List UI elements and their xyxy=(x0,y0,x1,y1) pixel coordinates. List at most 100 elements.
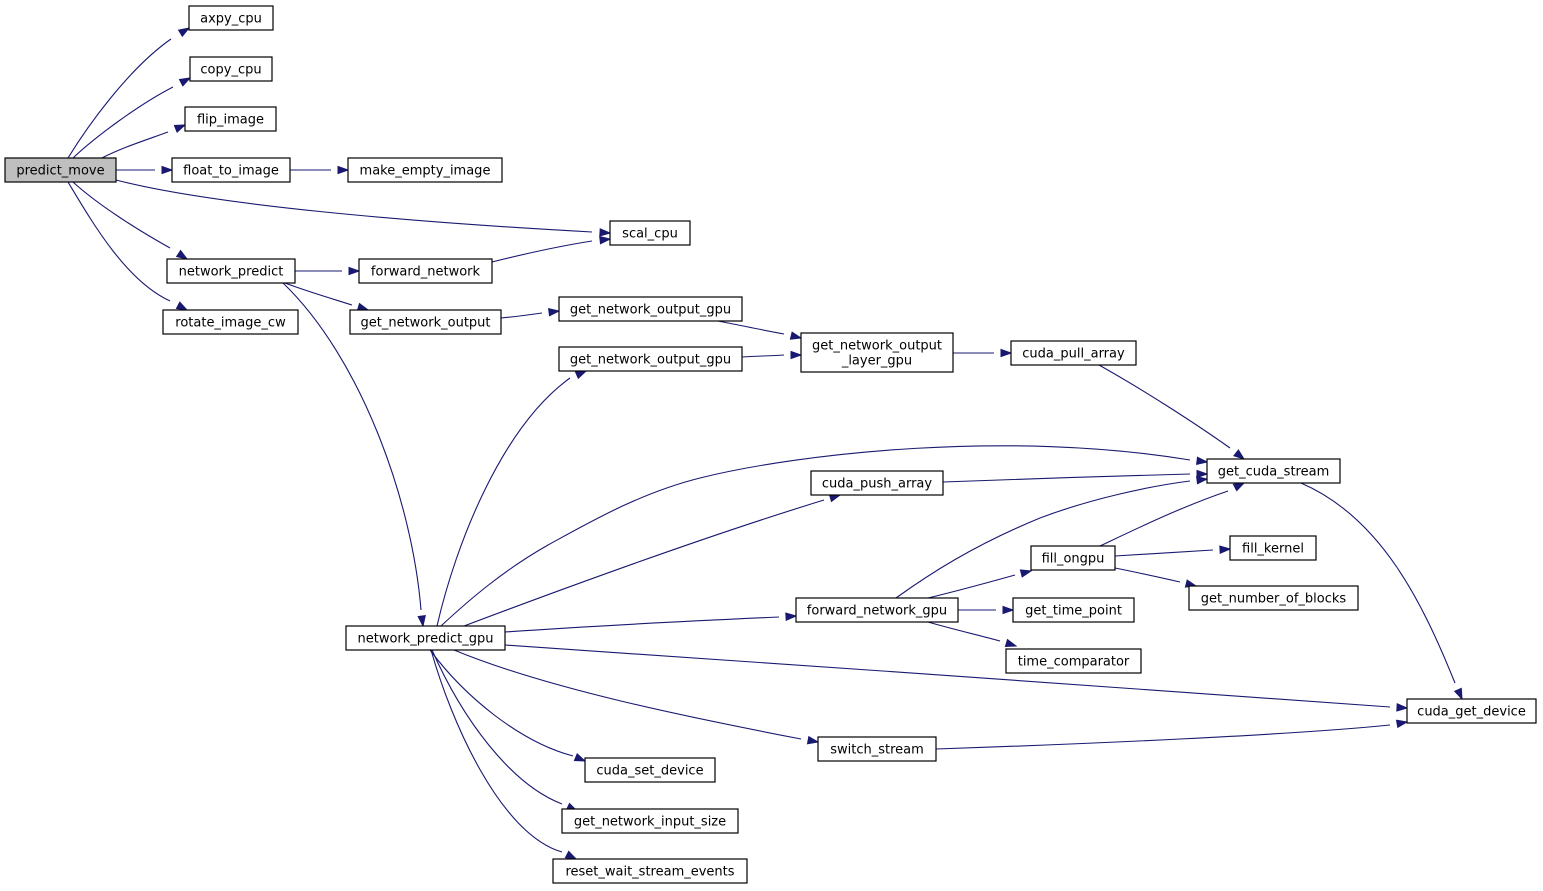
node-get-network-output-layer-gpu[interactable]: get_network_output_layer_gpu xyxy=(800,332,954,373)
arrowhead xyxy=(599,235,612,245)
node-box[interactable] xyxy=(817,736,937,762)
edge-network-predict-gpu-to-switch-stream xyxy=(453,649,820,745)
node-copy-cpu[interactable]: copy_cpu xyxy=(189,56,273,82)
node-box[interactable] xyxy=(552,858,748,884)
node-box[interactable] xyxy=(795,597,959,623)
node-cuda-set-device[interactable]: cuda_set_device xyxy=(584,757,716,783)
node-forward-network-gpu[interactable]: forward_network_gpu xyxy=(795,597,959,623)
node-box[interactable] xyxy=(347,157,503,183)
node-get-network-input-size[interactable]: get_network_input_size xyxy=(561,808,739,834)
edge-line xyxy=(282,282,422,611)
node-cuda-pull-array[interactable]: cuda_pull_array xyxy=(1010,340,1137,366)
node-reset-wait-stream-events[interactable]: reset_wait_stream_events xyxy=(552,858,748,884)
node-box[interactable] xyxy=(558,296,743,322)
node-fill-kernel[interactable]: fill_kernel xyxy=(1229,535,1317,561)
node-box[interactable] xyxy=(810,470,944,496)
node-box[interactable] xyxy=(184,106,277,132)
node-box[interactable] xyxy=(358,258,493,284)
arrowhead xyxy=(417,615,426,628)
node-time-comparator[interactable]: time_comparator xyxy=(1005,648,1142,674)
edge-line xyxy=(717,320,785,335)
edge-network-predict-to-network-predict-gpu xyxy=(282,282,426,628)
edge-line xyxy=(67,38,172,159)
node-forward-network[interactable]: forward_network xyxy=(358,258,493,284)
node-box[interactable] xyxy=(609,220,691,246)
node-fill-ongpu[interactable]: fill_ongpu xyxy=(1030,545,1116,571)
arrowhead xyxy=(1004,638,1018,648)
node-box[interactable] xyxy=(561,808,739,834)
node-get-cuda-stream[interactable]: get_cuda_stream xyxy=(1206,458,1341,484)
node-cuda-get-device[interactable]: cuda_get_device xyxy=(1406,698,1537,724)
node-label: scal_cpu xyxy=(622,227,678,242)
node-box[interactable] xyxy=(584,757,716,783)
node-flip-image[interactable]: flip_image xyxy=(184,106,277,132)
node-box[interactable] xyxy=(1010,340,1137,366)
edge-line xyxy=(1300,482,1456,684)
node-box[interactable] xyxy=(188,5,274,31)
edge-line xyxy=(115,179,593,233)
node-box[interactable] xyxy=(1229,535,1317,561)
node-box[interactable] xyxy=(171,157,291,183)
node-rotate-image-cw[interactable]: rotate_image_cw xyxy=(162,309,299,335)
edge-network-predict-gpu-to-get-network-output-gpu-2 xyxy=(436,370,588,627)
arrowhead xyxy=(173,124,187,133)
edge-line xyxy=(491,240,593,263)
edge-fill-ongpu-to-get-number-of-blocks xyxy=(1114,567,1198,588)
node-label: reset_wait_stream_events xyxy=(565,865,734,880)
node-label: cuda_set_device xyxy=(596,764,703,779)
node-box[interactable] xyxy=(349,309,502,335)
node-box[interactable] xyxy=(1406,698,1537,724)
arrowhead xyxy=(1000,348,1013,358)
edge-predict-move-to-axpy-cpu xyxy=(67,27,191,159)
node-box[interactable] xyxy=(558,346,743,372)
node-box[interactable] xyxy=(4,157,117,183)
node-label: get_network_output_gpu xyxy=(570,353,731,368)
arrowhead xyxy=(1019,569,1033,578)
node-box[interactable] xyxy=(1005,648,1142,674)
node-get-network-output-gpu-2[interactable]: get_network_output_gpu xyxy=(558,346,743,372)
node-label: fill_kernel xyxy=(1242,542,1304,557)
node-label: get_network_output xyxy=(812,339,942,354)
edge-line xyxy=(453,649,802,740)
node-axpy-cpu[interactable]: axpy_cpu xyxy=(188,5,274,31)
edge-line xyxy=(431,649,563,805)
node-label: axpy_cpu xyxy=(200,12,262,27)
node-network-predict-gpu[interactable]: network_predict_gpu xyxy=(345,625,506,651)
node-box[interactable] xyxy=(162,309,299,335)
node-predict-move[interactable]: predict_move xyxy=(4,157,117,183)
arrowhead xyxy=(599,228,612,237)
node-box[interactable] xyxy=(1012,597,1135,623)
node-box[interactable] xyxy=(345,625,506,651)
edge-network-predict-to-forward-network xyxy=(295,266,361,276)
node-box[interactable] xyxy=(1188,585,1359,611)
node-box[interactable] xyxy=(166,258,296,284)
node-box[interactable] xyxy=(1206,458,1341,484)
arrowhead xyxy=(1232,482,1246,492)
node-box[interactable] xyxy=(1030,545,1116,571)
node-get-number-of-blocks[interactable]: get_number_of_blocks xyxy=(1188,585,1359,611)
node-label: get_number_of_blocks xyxy=(1201,592,1347,607)
node-float-to-image[interactable]: float_to_image xyxy=(171,157,291,183)
arrowhead xyxy=(348,266,361,276)
node-box[interactable] xyxy=(800,332,954,373)
node-get-network-output[interactable]: get_network_output xyxy=(349,309,502,335)
edge-line xyxy=(504,616,780,633)
node-scal-cpu[interactable]: scal_cpu xyxy=(609,220,691,246)
node-cuda-push-array[interactable]: cuda_push_array xyxy=(810,470,944,496)
node-label: predict_move xyxy=(16,164,104,179)
node-get-time-point[interactable]: get_time_point xyxy=(1012,597,1135,623)
edge-line xyxy=(67,181,171,302)
node-switch-stream[interactable]: switch_stream xyxy=(817,736,937,762)
node-box[interactable] xyxy=(189,56,273,82)
node-network-predict[interactable]: network_predict xyxy=(166,258,296,284)
arrowhead xyxy=(178,77,192,87)
node-label: get_network_output xyxy=(360,316,490,331)
edge-fill-ongpu-to-get-cuda-stream xyxy=(1099,482,1246,547)
node-get-network-output-gpu-1[interactable]: get_network_output_gpu xyxy=(558,296,743,322)
node-make-empty-image[interactable]: make_empty_image xyxy=(347,157,503,183)
edge-network-predict-to-get-network-output xyxy=(284,282,370,312)
edge-line xyxy=(942,473,1191,483)
edge-line xyxy=(429,649,574,757)
edge-line xyxy=(72,86,174,159)
edge-predict-move-to-network-predict xyxy=(72,181,189,260)
